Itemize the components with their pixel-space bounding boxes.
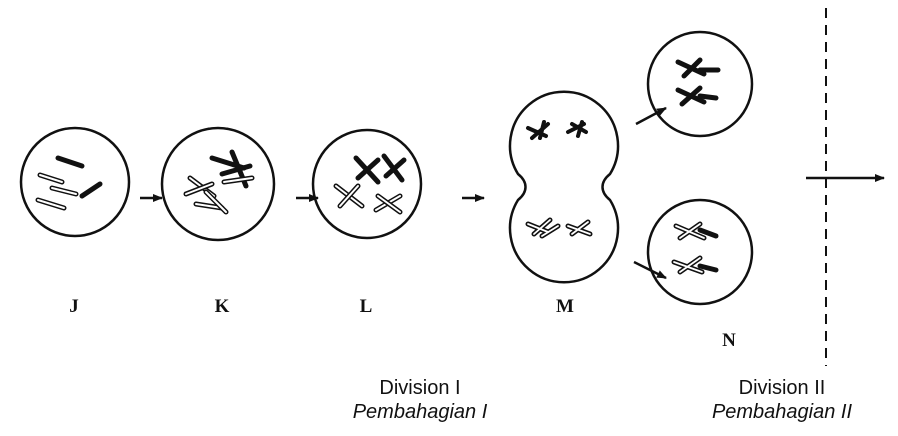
arrow-m-to-n-top xyxy=(635,106,667,126)
stage-label-m: M xyxy=(556,296,574,317)
cell-n-top-chromosomes xyxy=(675,57,721,107)
cell-m-chromosomes xyxy=(525,120,593,239)
stage-label-k: K xyxy=(215,296,230,317)
caption-division-2-ms: Pembahagian II xyxy=(711,401,853,423)
cell-n-bottom-chromosomes xyxy=(671,221,719,275)
caption-division-1-ms: Pembahagian I xyxy=(352,401,488,423)
cell-k xyxy=(160,126,276,242)
cell-m xyxy=(508,90,620,284)
stage-label-l: L xyxy=(360,296,373,317)
cell-k-chromosomes xyxy=(183,149,255,215)
cell-n-bottom xyxy=(646,198,754,306)
cell-n-top xyxy=(646,30,754,138)
caption-division-2-en: Division II xyxy=(738,377,826,399)
stage-label-j: J xyxy=(69,296,79,317)
caption-division-1-en: Division I xyxy=(379,377,461,399)
cell-l xyxy=(311,128,423,240)
cell-j xyxy=(19,126,131,238)
cell-l-chromosomes xyxy=(333,153,407,215)
stage-label-n: N xyxy=(722,330,736,351)
caption-division-1: Division I Pembahagian I xyxy=(310,376,530,424)
caption-division-2: Division II Pembahagian II xyxy=(672,376,892,424)
cell-j-chromosomes xyxy=(35,155,103,211)
